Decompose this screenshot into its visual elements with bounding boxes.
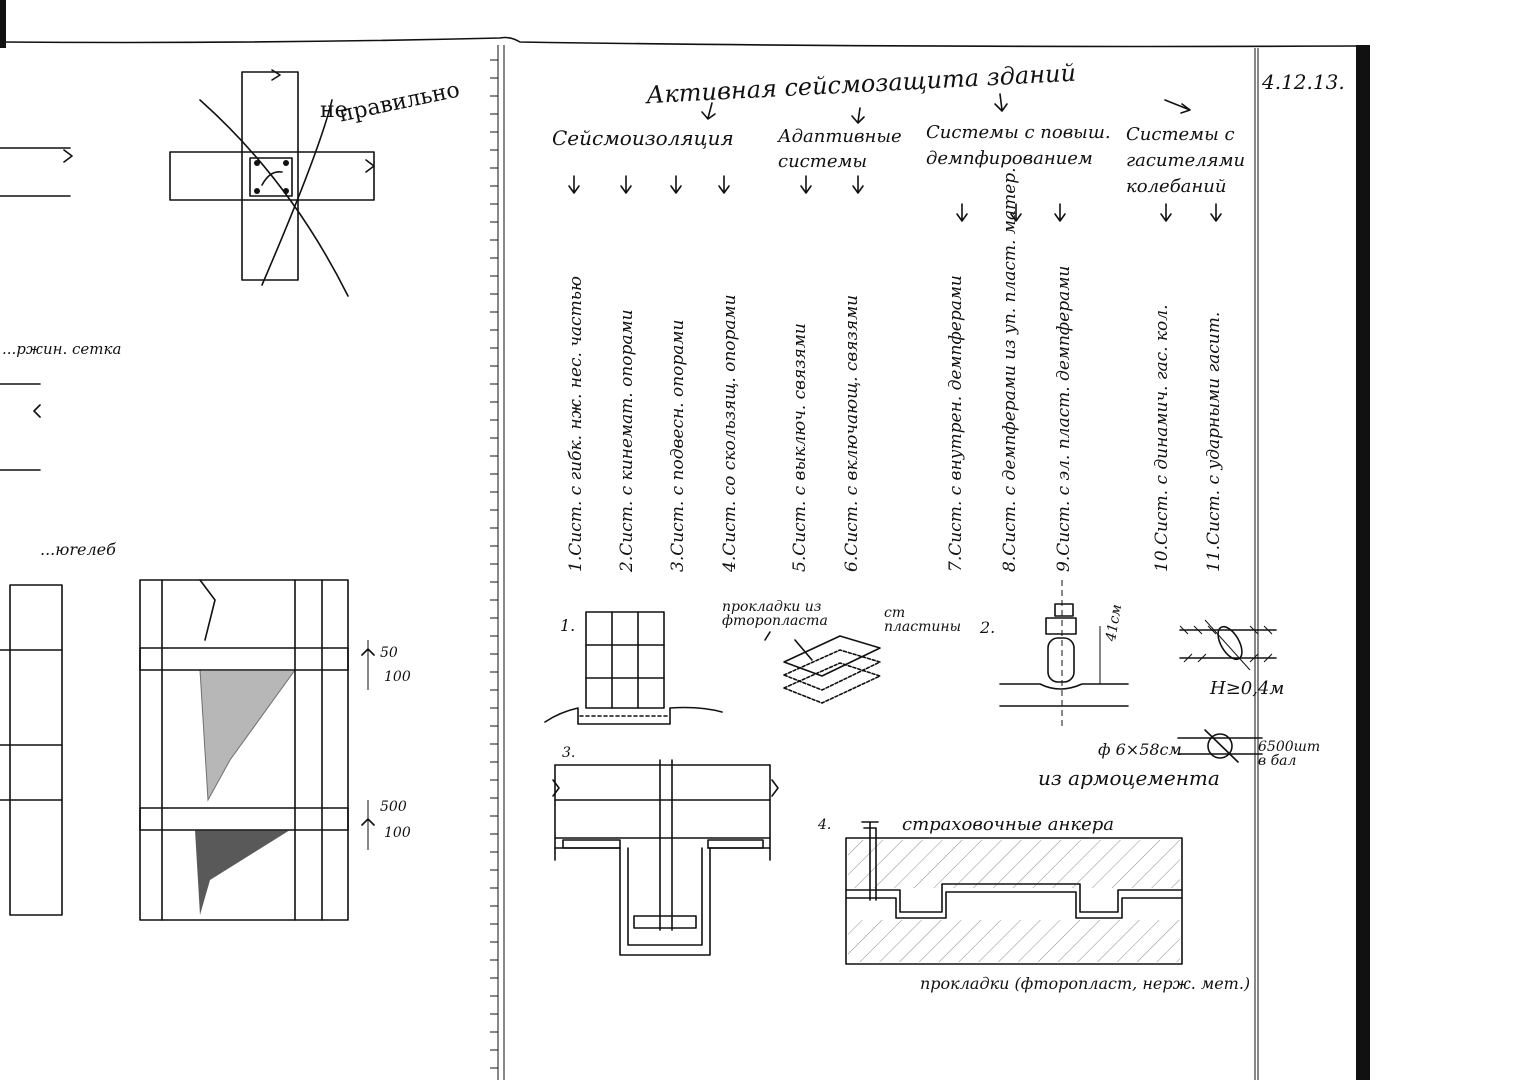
- system-item-6: 6.Сист. с включающ. связями: [842, 294, 862, 572]
- rod-material: из армоцемента: [1038, 766, 1220, 790]
- down-arrow-icon: [620, 175, 632, 194]
- system-item-3: 3.Сист. с подвесн. опорами: [668, 319, 688, 572]
- system-item-5: 5.Сист. с выключ. связями: [790, 323, 810, 572]
- fig3-number: 3.: [562, 745, 576, 761]
- center-tick-marks: [497, 45, 505, 1080]
- down-arrow-icon: [800, 175, 812, 194]
- fig4-anchor-label: страховочные анкера: [902, 814, 1115, 835]
- cross-joint-sketch: [169, 69, 375, 297]
- rod-sketch: [1177, 729, 1263, 763]
- dim-bottom-1: 500: [380, 799, 407, 815]
- system-item-4: 4.Сист. со скользящ. опорами: [720, 294, 740, 572]
- system-item-1: 1.Сист. с гибк. нж. нес. частью: [566, 276, 586, 572]
- rod-size: ф 6×58см: [1098, 740, 1182, 759]
- date-label: 4.12.13.: [1262, 70, 1345, 94]
- dim-top-2: 100: [384, 669, 411, 685]
- system-item-8: 8.Сист. с демпферами из уп. пласт. матер…: [1000, 167, 1020, 572]
- down-arrow-icon: [1054, 203, 1066, 222]
- category-seismo-isolation: Сейсмоизоляция: [552, 126, 734, 150]
- fig4-anchor-section: [845, 821, 1183, 965]
- fig4-spacer-label: прокладки (фторопласт, нерж. мет.): [920, 974, 1251, 993]
- rod-count: 6500шт в бал: [1258, 739, 1321, 769]
- fig3-sliding-support: [552, 759, 779, 956]
- system-item-10: 10.Сист. с динамич. гас. кол.: [1152, 304, 1172, 572]
- fig2-pendulum-support: [999, 580, 1277, 728]
- wall-crack-sketch: [139, 579, 375, 921]
- fig2-number: 2.: [980, 618, 996, 637]
- category-damping: Системы с повыш. демпфированием: [926, 122, 1111, 170]
- binding-ticks: [490, 59, 498, 1069]
- fig4-number: 4.: [818, 817, 832, 833]
- down-arrow-icon: [1210, 203, 1222, 222]
- fig1-number: 1.: [560, 616, 576, 635]
- down-arrow-icon: [718, 175, 730, 194]
- fig1-spacer-label: прокладки из фторопласта: [722, 599, 828, 629]
- down-arrow-icon: [956, 203, 968, 222]
- left-partial-sketch: [0, 147, 73, 916]
- dim-bottom-2: 100: [384, 825, 411, 841]
- fig1-plates-label: ст пластины: [884, 605, 962, 635]
- down-arrow-icon: [1010, 203, 1022, 222]
- note-mesh: ...ржин. сетка: [2, 340, 122, 358]
- note-wrong-line1: не: [320, 98, 348, 123]
- title-arrows: [701, 93, 1191, 124]
- note-units: ...юrелеб: [40, 540, 116, 559]
- system-item-7: 7.Сист. с внутрен. демпферами: [946, 275, 966, 572]
- system-item-9: 9.Сист. с эл. пласт. демпферами: [1054, 265, 1074, 572]
- category-adaptive: Адаптивные системы: [778, 126, 902, 173]
- system-item-2: 2.Сист. с кинемат. опорами: [617, 309, 637, 572]
- notebook-edges: [0, 0, 1370, 1080]
- down-arrow-icon: [670, 175, 682, 194]
- system-item-11: 11.Сист. с ударными гасит.: [1204, 311, 1224, 572]
- dim-top-1: 50: [380, 645, 398, 661]
- category-down-arrows: [568, 175, 1222, 222]
- fig2-height: H≥0,4м: [1210, 678, 1285, 699]
- fig1-base-isolation: [544, 611, 881, 725]
- category-dampers: Системы с гасителями колебаний: [1126, 124, 1246, 198]
- down-arrow-icon: [1160, 203, 1172, 222]
- down-arrow-icon: [852, 175, 864, 194]
- down-arrow-icon: [568, 175, 580, 194]
